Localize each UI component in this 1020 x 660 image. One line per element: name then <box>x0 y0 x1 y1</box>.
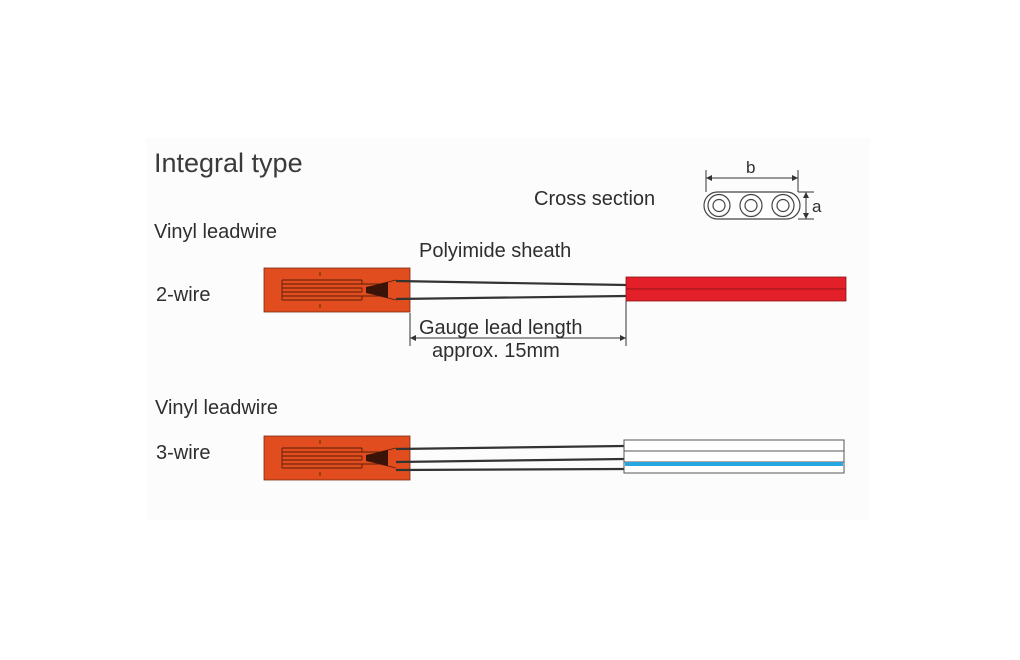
three-wire-cable <box>623 439 845 474</box>
polyimide-sheath-label: Polyimide sheath <box>419 240 571 262</box>
cross-section: Cross section b a <box>534 158 822 220</box>
three-wire-gauge <box>263 435 411 481</box>
dimension-a-label: a <box>812 197 822 216</box>
three-wire-leads <box>395 444 625 472</box>
two-wire-cable <box>625 276 847 302</box>
gauge-lead-length-label: Gauge lead length <box>419 317 582 339</box>
gauge-lead-length-value: approx. 15mm <box>432 340 560 362</box>
two-wire-leads <box>395 279 627 301</box>
diagram-title: Integral type <box>154 148 303 178</box>
three-wire-label: 3-wire <box>156 442 210 464</box>
two-wire-label: 2-wire <box>156 284 210 306</box>
two-wire-gauge <box>263 267 411 313</box>
gauge-body <box>263 435 411 481</box>
gauge-lead-length-dimension <box>409 301 627 346</box>
cross-section-label: Cross section <box>534 188 655 210</box>
three-wire-blue-stripe <box>625 462 843 466</box>
two-wire-leadwire-label: Vinyl leadwire <box>154 221 277 243</box>
gauge-body <box>263 267 411 313</box>
dimension-b-label: b <box>746 158 755 177</box>
three-wire-leadwire-label: Vinyl leadwire <box>155 397 278 419</box>
